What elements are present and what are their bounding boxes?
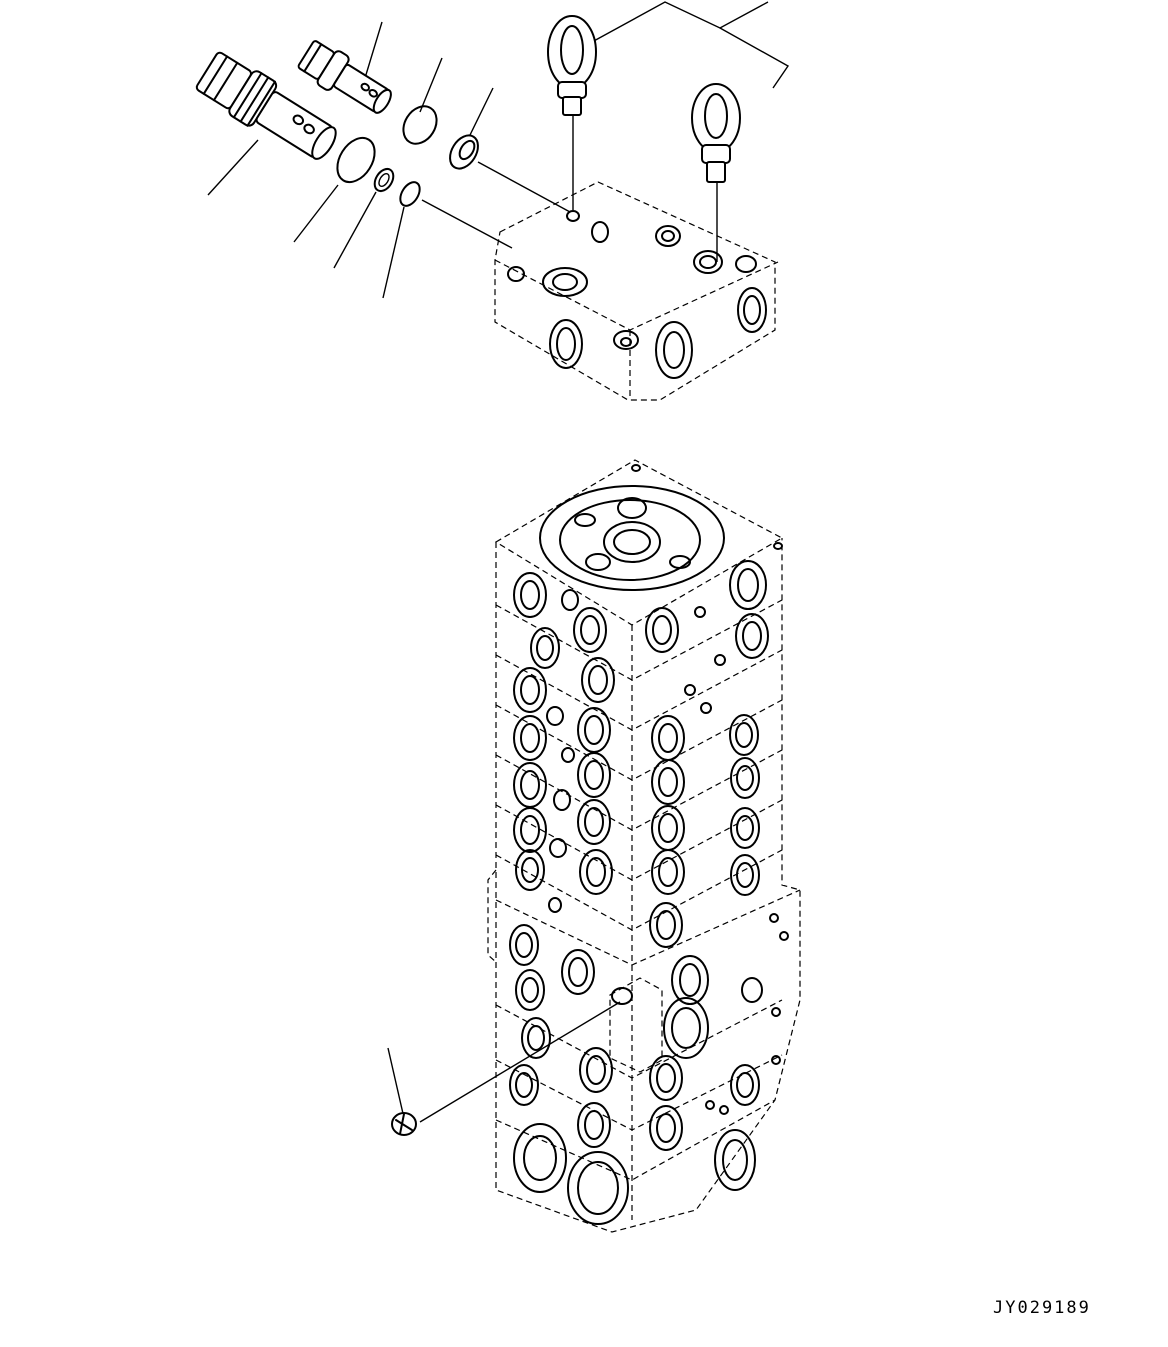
relief-valve-small xyxy=(297,40,392,114)
main-valve-stack xyxy=(487,459,801,1233)
eye-bolt-right xyxy=(691,83,741,183)
o-ring-large-valve xyxy=(336,136,376,184)
o-ring-lower xyxy=(399,181,421,207)
right-face-ports xyxy=(645,560,789,1191)
leader-lines xyxy=(207,1,790,1123)
plug-washer xyxy=(449,134,479,170)
upper-valve-block xyxy=(494,181,779,401)
eye-bolt-left xyxy=(547,15,597,116)
relief-valve-large xyxy=(195,51,337,160)
drawing-code: JY029189 xyxy=(993,1298,1091,1318)
o-ring-small-valve xyxy=(402,105,438,145)
left-face-ports xyxy=(509,572,629,1225)
backup-ring xyxy=(373,167,395,193)
plug-side xyxy=(391,1112,417,1136)
